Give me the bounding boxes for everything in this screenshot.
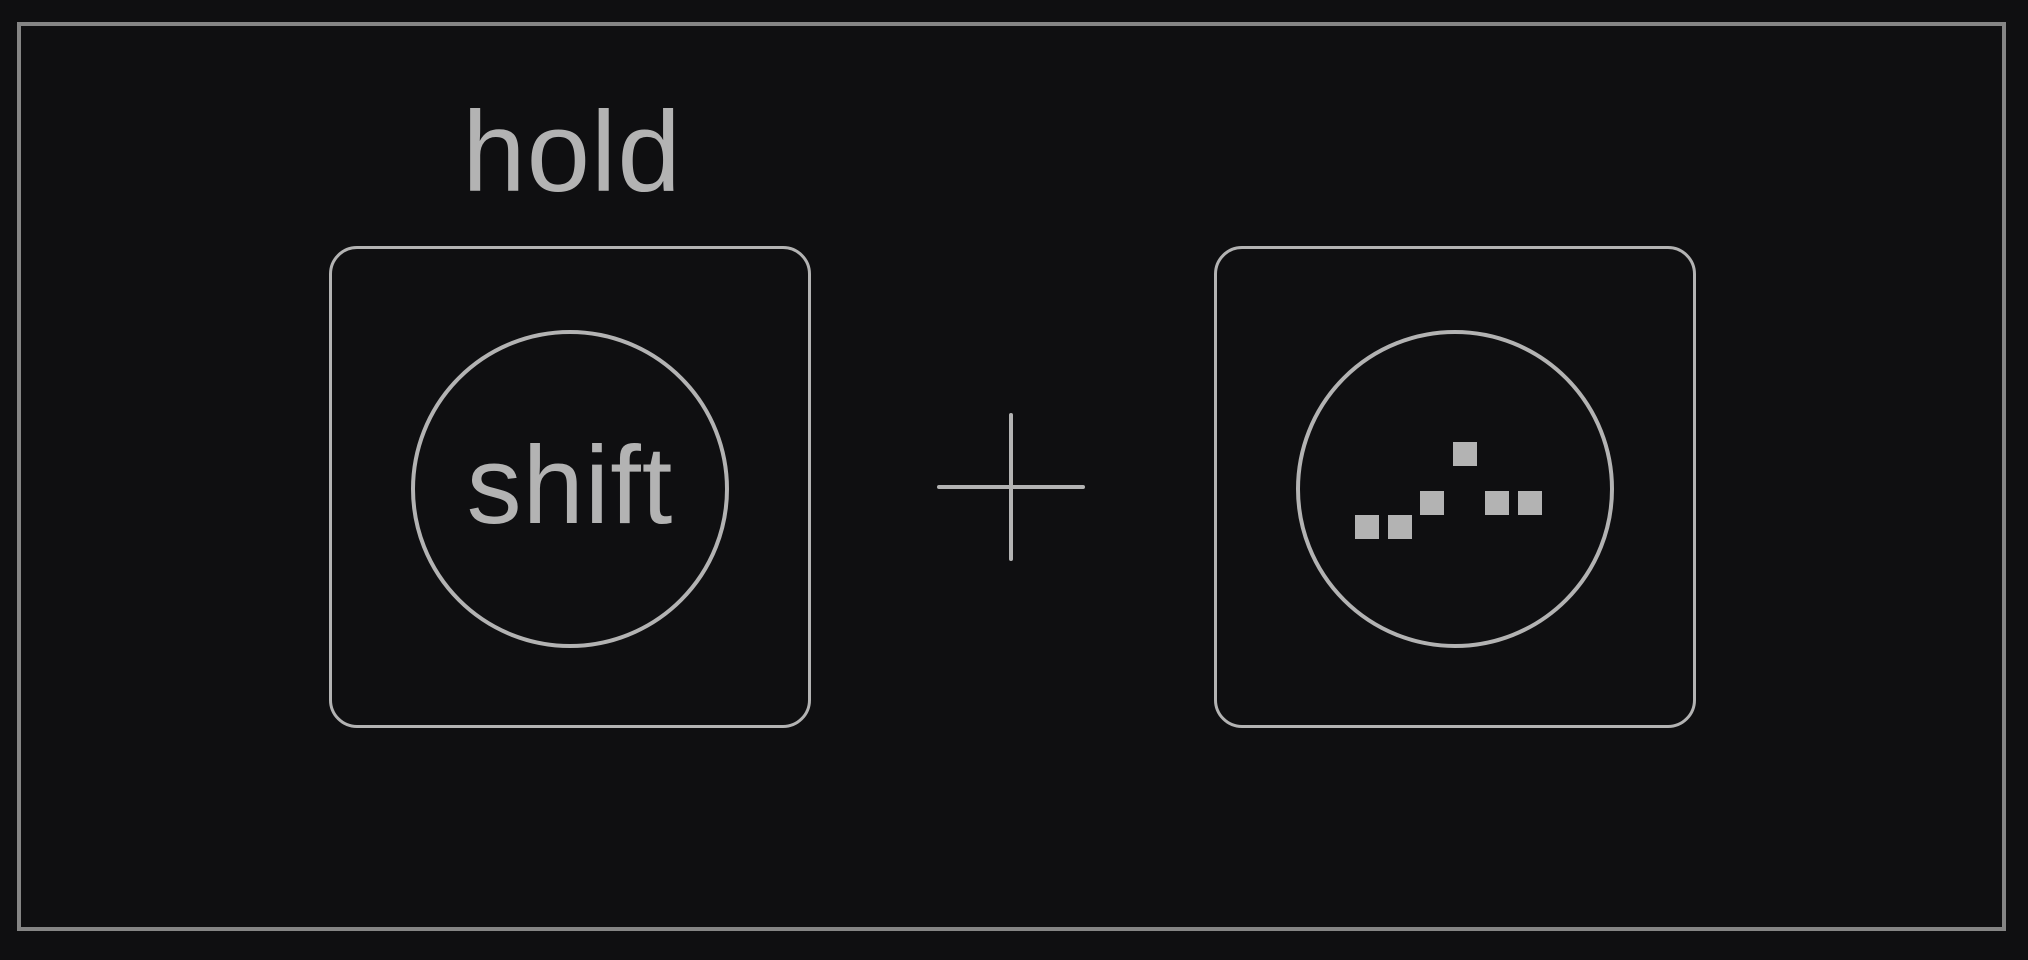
hint-frame	[17, 22, 2006, 931]
plus-icon	[937, 413, 1085, 561]
shift-key-tile: shift	[329, 246, 811, 728]
sequence-dot-2	[1388, 515, 1412, 539]
plus-vertical-bar	[1009, 413, 1013, 561]
sequence-dot-6	[1518, 491, 1542, 515]
sequence-dot-4	[1453, 442, 1477, 466]
sequence-dot-1	[1355, 515, 1379, 539]
dot-sequence-key-circle	[1296, 330, 1614, 648]
sequence-dot-3	[1420, 491, 1444, 515]
dot-sequence-icon	[1300, 334, 1610, 644]
hold-label: hold	[462, 89, 682, 216]
shift-key-label: shift	[466, 424, 674, 547]
shift-key-circle: shift	[411, 330, 729, 648]
dot-sequence-key-tile	[1214, 246, 1696, 728]
sequence-dot-5	[1485, 491, 1509, 515]
